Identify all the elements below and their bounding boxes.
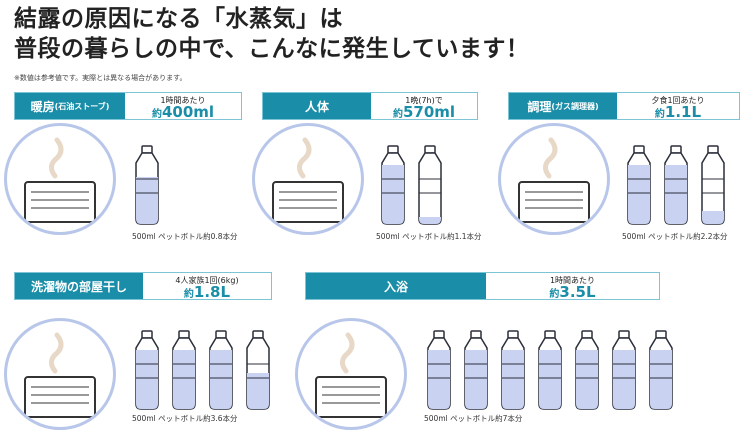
card-label: 調理(ガス調理器) bbox=[509, 93, 617, 119]
bottle-icon bbox=[135, 145, 159, 225]
bottle-icon bbox=[575, 330, 599, 410]
bathtub-illustration bbox=[295, 318, 407, 430]
bottle-group bbox=[624, 145, 735, 225]
card-value: 1時間あたり約3.5L bbox=[486, 273, 659, 300]
card-header: 入浴 1時間あたり約3.5L bbox=[305, 272, 660, 300]
card-header: 調理(ガス調理器) 夕食1回あたり約1.1L bbox=[508, 92, 740, 120]
hanging-laundry-illustration bbox=[4, 318, 116, 430]
steam-icon bbox=[24, 332, 96, 418]
bottle-icon bbox=[172, 330, 196, 410]
bottle-icon bbox=[381, 145, 405, 225]
steam-icon bbox=[518, 137, 590, 223]
bottle-icon bbox=[649, 330, 673, 410]
disclaimer-note: ※数値は参考値です。実際とは異なる場合があります。 bbox=[14, 74, 187, 82]
card-value: 夕食1回あたり約1.1L bbox=[617, 93, 739, 120]
bottle-caption: 500ml ペットボトル約2.2本分 bbox=[622, 232, 728, 241]
card-value: 1時間あたり約400ml bbox=[125, 93, 241, 120]
bottle-group bbox=[424, 330, 683, 410]
card-label: 洗濯物の部屋干し bbox=[15, 273, 143, 299]
bottle-icon bbox=[209, 330, 233, 410]
bottle-icon bbox=[427, 330, 451, 410]
bottle-icon bbox=[701, 145, 725, 225]
bottle-icon bbox=[612, 330, 636, 410]
card-header: 暖房(石油ストーブ) 1時間あたり約400ml bbox=[14, 92, 242, 120]
bottle-icon bbox=[246, 330, 270, 410]
steam-icon bbox=[315, 332, 387, 418]
bottle-icon bbox=[538, 330, 562, 410]
bottle-icon bbox=[135, 330, 159, 410]
bottle-caption: 500ml ペットボトル約0.8本分 bbox=[132, 232, 238, 241]
card-label: 人体 bbox=[263, 93, 371, 119]
bottle-group bbox=[132, 145, 169, 225]
bottle-caption: 500ml ペットボトル約3.6本分 bbox=[132, 414, 238, 423]
bottle-group bbox=[378, 145, 452, 225]
bottle-icon bbox=[418, 145, 442, 225]
page-title: 結露の原因になる「水蒸気」は 普段の暮らしの中で、こんなに発生しています！ bbox=[14, 6, 530, 62]
pot-on-stove-illustration bbox=[498, 123, 610, 235]
card-value: 4人家族1回(6kg)約1.8L bbox=[143, 273, 271, 300]
bottle-caption: 500ml ペットボトル約1.1本分 bbox=[376, 232, 482, 241]
oil-stove-illustration bbox=[4, 123, 116, 235]
card-label: 入浴 bbox=[306, 273, 486, 299]
card-header: 人体 1晩(7h)で約570ml bbox=[262, 92, 478, 120]
card-value: 1晩(7h)で約570ml bbox=[371, 93, 477, 120]
card-label: 暖房(石油ストーブ) bbox=[15, 93, 125, 119]
steam-icon bbox=[272, 137, 344, 223]
bottle-icon bbox=[464, 330, 488, 410]
bottle-icon bbox=[501, 330, 525, 410]
steam-icon bbox=[24, 137, 96, 223]
bottle-caption: 500ml ペットボトル約7本分 bbox=[424, 414, 523, 423]
bottle-icon bbox=[664, 145, 688, 225]
bottle-icon bbox=[627, 145, 651, 225]
sleeping-person-illustration bbox=[252, 123, 364, 235]
bottle-group bbox=[132, 330, 280, 410]
card-header: 洗濯物の部屋干し 4人家族1回(6kg)約1.8L bbox=[14, 272, 272, 300]
